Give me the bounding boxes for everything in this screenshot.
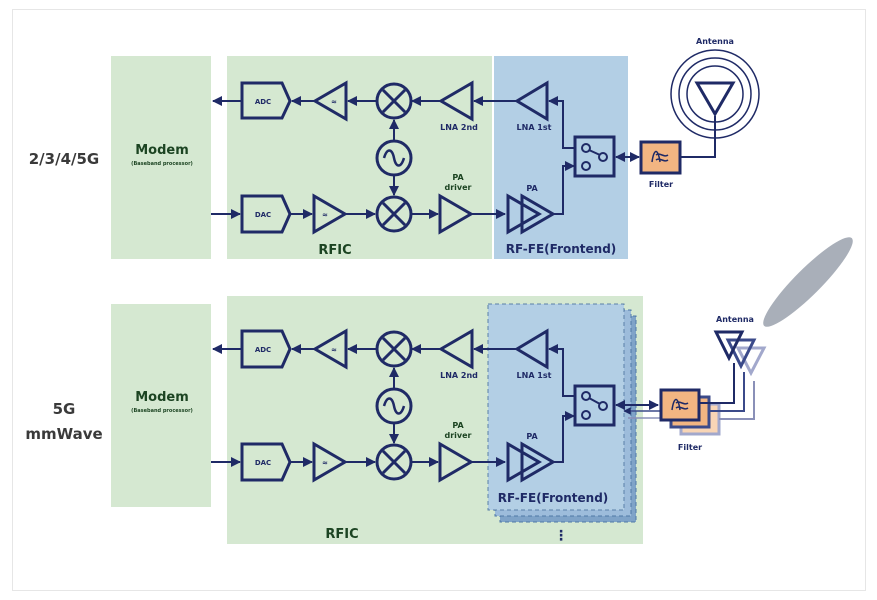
filter-glyph-icon: ≈ [331,346,337,354]
adc-label: ADC [255,98,271,106]
row-legacy: 2/3/4/5G Modem (Baseband processor) RFIC… [29,37,760,259]
tx-rx-switch-icon [573,135,616,178]
vga-amplifier-icon [312,328,348,370]
modem-title: Modem [135,390,189,405]
modem-block [111,56,211,259]
more-frontends-indicator: ⋮ [554,528,568,544]
lna-1st-label: LNA 1st [517,371,552,380]
beamforming-lobe [763,237,853,327]
filter-glyph-icon: ≈ [331,98,337,106]
filter-glyph-icon: ≈ [322,211,328,219]
antenna-array-icon [713,330,767,377]
lna-2nd-icon [438,80,474,122]
adc-label: ADC [255,346,271,354]
antenna-icon [670,49,760,139]
lna-2nd-icon [438,328,474,370]
row-title-line-1: 5G [53,400,76,418]
rfic-label: RFIC [325,527,358,542]
filter-label: Filter [678,443,702,452]
pa-driver-label-1: PA [452,173,464,182]
modem-subtitle: (Baseband processor) [131,161,193,167]
tx-vga-amplifier-icon [312,193,348,235]
pa-driver-label-2: driver [445,183,472,192]
rfic-block [227,56,492,259]
lna-1st-icon [514,80,549,122]
pa-driver-label-2: driver [445,431,472,440]
filter-icon [659,388,701,422]
pa-icon [506,441,556,483]
rffe-block [487,303,625,511]
modem-subtitle: (Baseband processor) [131,408,193,414]
dac-block [240,442,292,482]
rffe-label: RF-FE(Frontend) [506,242,617,256]
dac-block [240,194,292,234]
lna-2nd-label: LNA 2nd [440,123,478,132]
filter-icon [639,140,682,175]
pa-label: PA [526,184,538,193]
rffe-label: RF-FE(Frontend) [498,491,609,505]
antenna-label: Antenna [696,37,734,46]
row-mmwave: 5G mmWave Modem (Baseband processor) RFI… [25,237,853,544]
lna-1st-icon [514,328,549,370]
dac-label: DAC [255,459,271,467]
modem-title: Modem [135,143,189,158]
filter-label: Filter [649,180,673,189]
tx-vga-amplifier-icon [312,441,348,483]
vga-amplifier-icon [312,80,348,122]
adc-block [240,81,292,120]
pa-icon [506,193,556,235]
filter-glyph-icon: ≈ [322,459,328,467]
rfic-label: RFIC [318,243,351,258]
row-title-line-2: mmWave [25,425,102,443]
dac-label: DAC [255,211,271,219]
row-title: 2/3/4/5G [29,150,100,168]
pa-label: PA [526,432,538,441]
lna-2nd-label: LNA 2nd [440,371,478,380]
pa-driver-icon [438,441,474,483]
modem-block [111,304,211,507]
lna-1st-label: LNA 1st [517,123,552,132]
rffe-block [494,56,628,259]
pa-driver-icon [438,193,474,235]
pa-driver-label-1: PA [452,421,464,430]
antenna-label: Antenna [716,315,754,324]
tx-rx-switch-icon [573,384,616,427]
adc-block [240,329,292,369]
